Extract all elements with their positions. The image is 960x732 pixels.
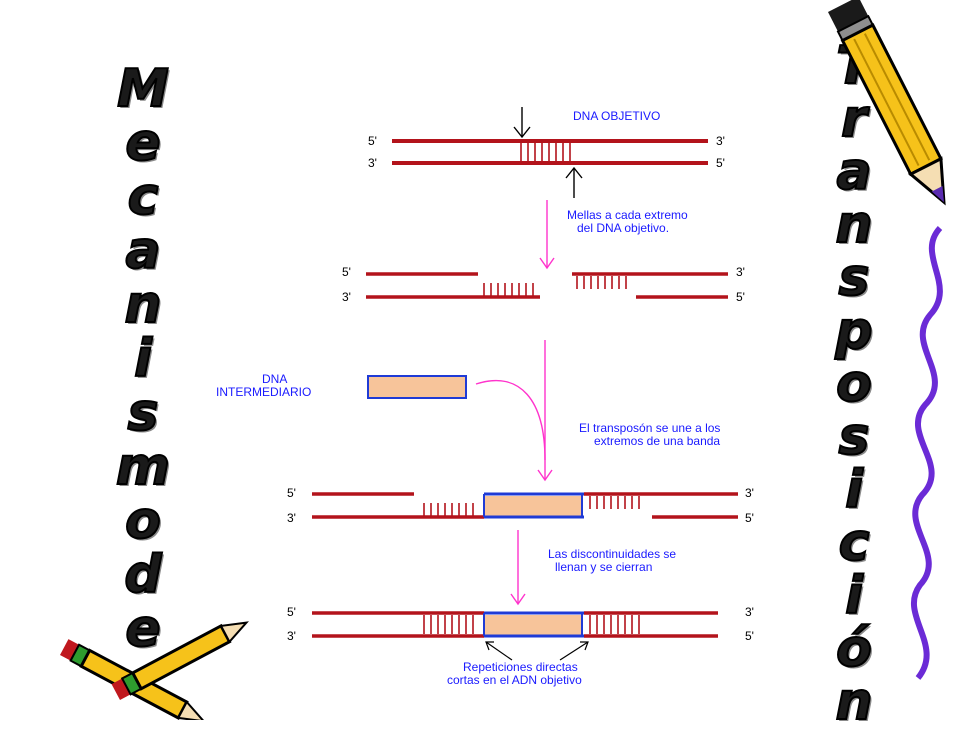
strand-end-label: 3' — [745, 605, 754, 619]
strand-end-label: 5' — [716, 156, 725, 170]
step2-note: El transposón se une a los extremos de u… — [579, 421, 724, 448]
title-letter: o — [124, 491, 162, 551]
title-letter: a — [124, 221, 161, 281]
step3-note: Las discontinuidades se llenan y se cier… — [548, 547, 679, 574]
strand-end-label: 3' — [342, 290, 351, 304]
pencil-icon — [111, 621, 249, 700]
strand-end-label: 5' — [736, 290, 745, 304]
transposon-box — [484, 496, 582, 516]
step3-note-line: llenan y se cierran — [555, 560, 652, 574]
title-letter: d — [123, 545, 162, 605]
step3-note-line: Las discontinuidades se — [548, 547, 676, 561]
flow-arrow-icon — [539, 200, 555, 270]
base-pairs — [423, 496, 640, 516]
insertion-arrow-icon — [475, 379, 546, 461]
base-pairs — [520, 143, 571, 161]
pencil-icon — [828, 0, 946, 206]
title-letter: c — [838, 513, 871, 573]
title-letter: s — [838, 248, 871, 308]
title-letter: r — [840, 89, 868, 149]
title-letter: n — [834, 195, 873, 255]
header-label: DNA OBJETIVO — [573, 109, 660, 123]
bottom-note-line: Repeticiones directas — [463, 660, 578, 674]
pointer-arrow-icon — [559, 641, 589, 661]
title-letter: ó — [835, 619, 873, 679]
pointer-arrow-icon — [485, 641, 513, 661]
step2-note-line: El transposón se une a los — [579, 421, 720, 435]
strand-end-label: 5' — [287, 486, 296, 500]
bottom-note-line: cortas en el ADN objetivo — [447, 673, 582, 687]
nick-arrow-icon — [513, 107, 531, 139]
title-letter: a — [835, 142, 872, 202]
step1-note-line: del DNA objetivo. — [577, 221, 669, 235]
step1-note: Mellas a cada extremo del DNA objetivo. — [567, 208, 691, 235]
title-letter: e — [124, 599, 161, 659]
title-letter: n — [123, 275, 162, 335]
title-letter: i — [844, 566, 864, 626]
strand-end-label: 3' — [287, 629, 296, 643]
title-right-wordart: T r a n s p o s i c i ó n — [804, 39, 904, 730]
strand-end-label: 5' — [745, 629, 754, 643]
strand-end-label: 3' — [368, 156, 377, 170]
strand-end-label: 5' — [368, 134, 377, 148]
strand-end-label: 5' — [745, 511, 754, 525]
nick-arrow-icon — [565, 166, 583, 198]
title-letter: p — [834, 301, 873, 361]
strand-end-label: 3' — [745, 486, 754, 500]
transposon-box — [484, 615, 582, 635]
strand-end-label: 5' — [342, 265, 351, 279]
title-letter: e — [124, 113, 161, 173]
title-letter: M — [116, 59, 170, 119]
intermediate-dna-box — [367, 375, 467, 399]
title-letter: s — [127, 383, 160, 443]
base-pairs — [483, 276, 627, 296]
base-pairs — [423, 615, 640, 634]
title-left-wordart: M e c a n i s m o d e — [88, 59, 198, 659]
title-letter: c — [127, 167, 160, 227]
strand-end-label: 3' — [287, 511, 296, 525]
intermediate-label-line: INTERMEDIARIO — [216, 385, 311, 399]
wavy-line — [911, 225, 943, 680]
intermediate-label: DNA INTERMEDIARIO — [216, 372, 311, 399]
title-letter: o — [835, 354, 873, 414]
flow-arrow-icon — [510, 530, 526, 606]
title-letter: m — [115, 437, 171, 497]
title-letter: i — [844, 460, 864, 520]
title-letter: i — [133, 329, 153, 389]
strand-end-label: 5' — [287, 605, 296, 619]
intermediate-label-line: DNA — [262, 372, 287, 386]
strand-end-label: 3' — [716, 134, 725, 148]
title-letter: s — [838, 407, 871, 467]
step2-note-line: extremos de una banda — [594, 434, 720, 448]
strand-end-label: 3' — [736, 265, 745, 279]
bottom-note: Repeticiones directas cortas en el ADN o… — [447, 660, 582, 687]
step1-note-line: Mellas a cada extremo — [567, 208, 688, 222]
